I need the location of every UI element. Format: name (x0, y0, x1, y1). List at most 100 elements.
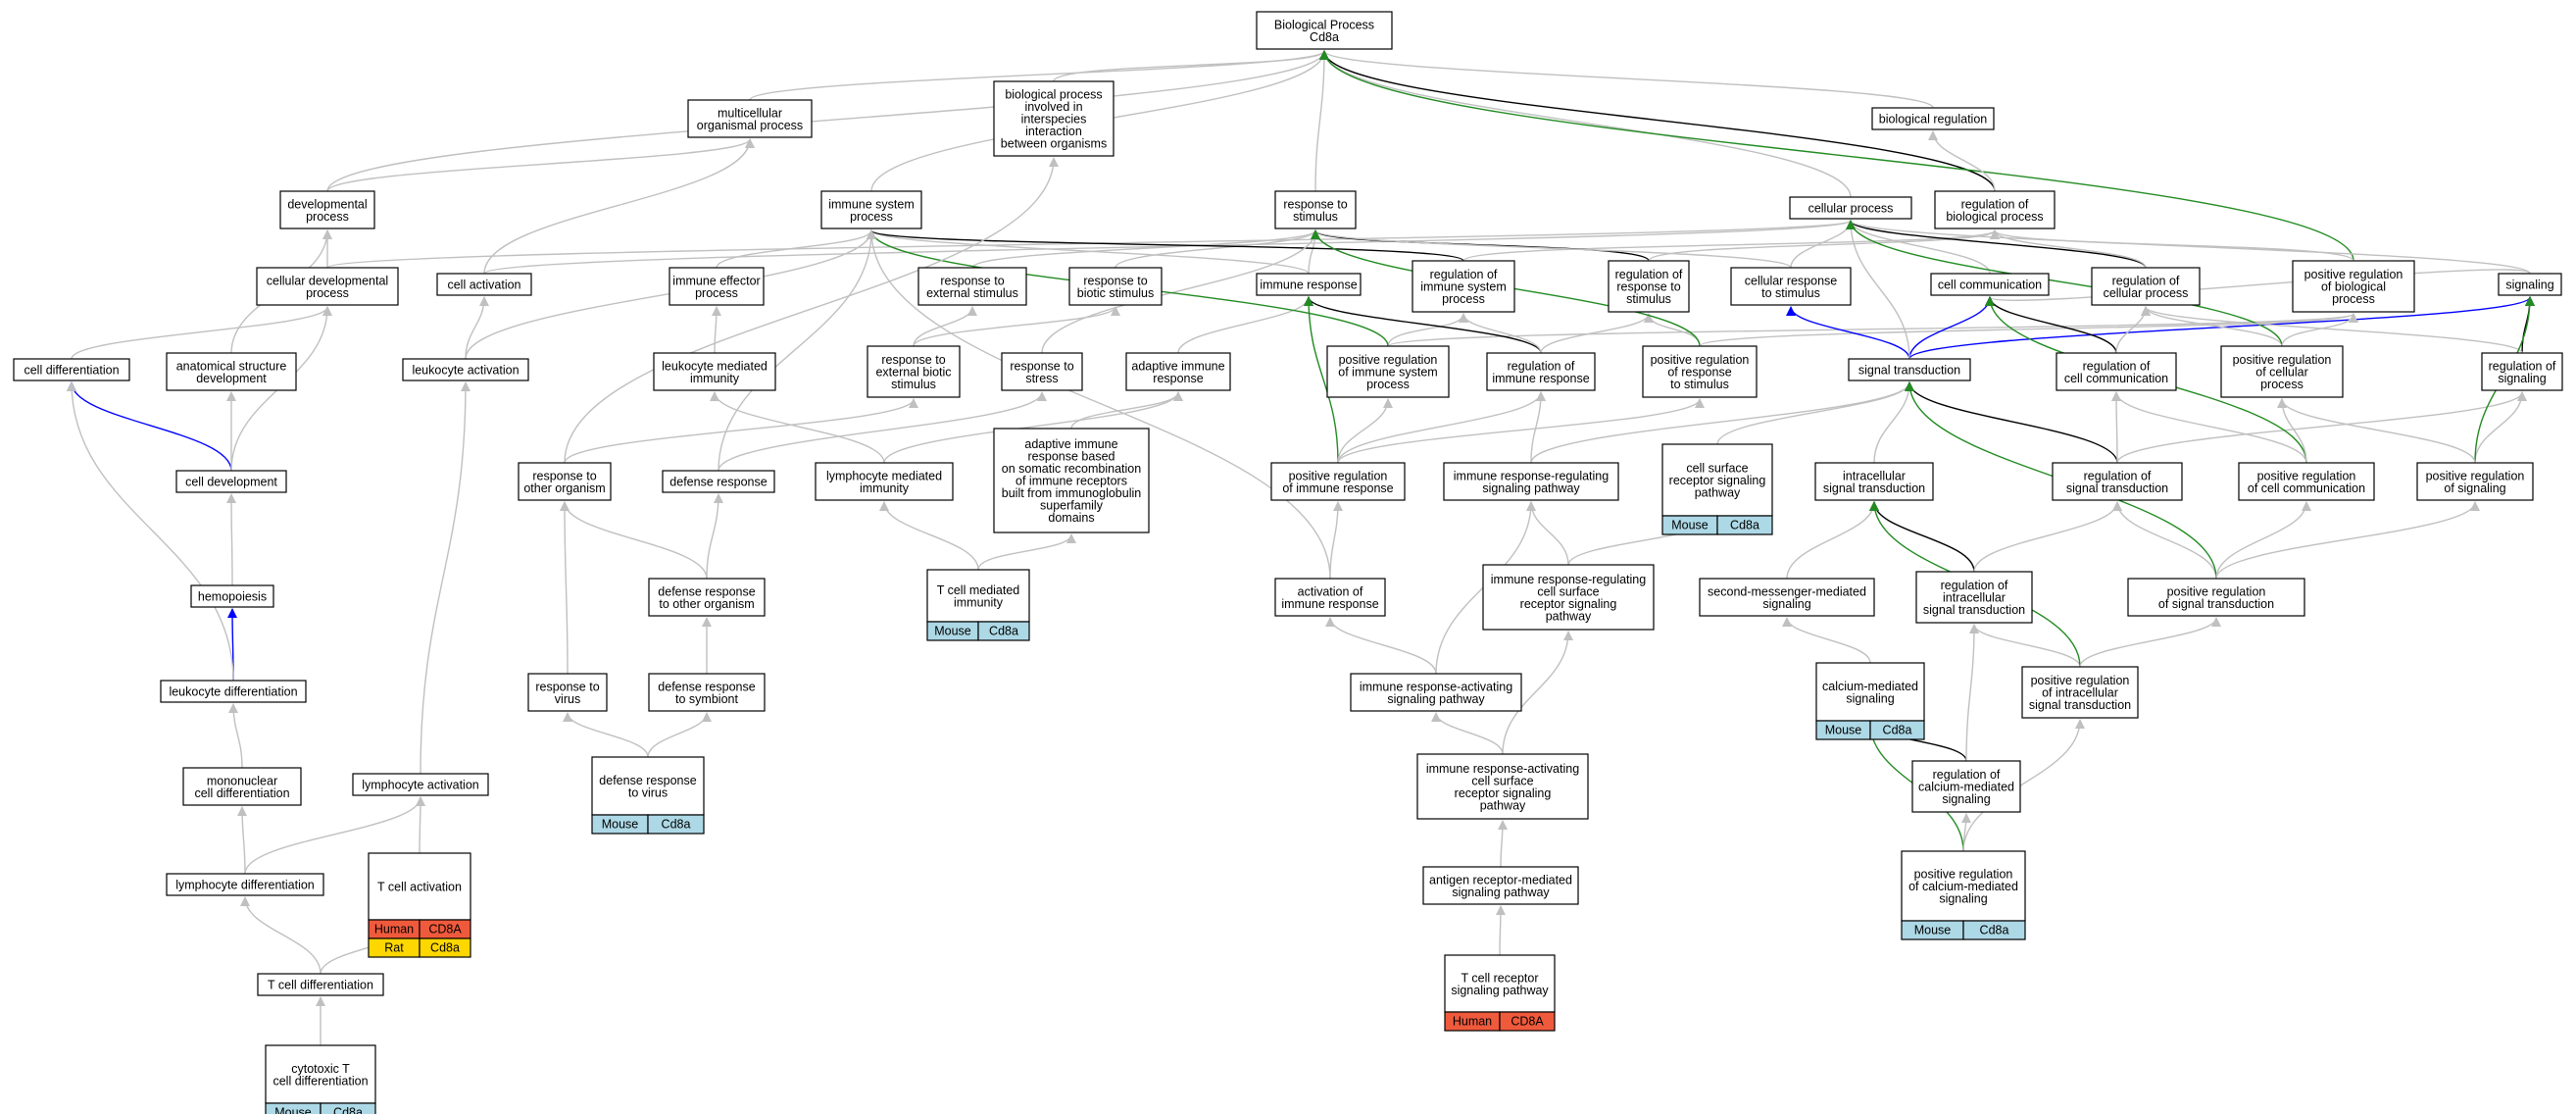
gene-label: Cd8a (1980, 924, 2009, 937)
go-node-leukdiff[interactable]: leukocyte differentiation (160, 680, 307, 703)
go-node-immresp[interactable]: immune response (1256, 273, 1362, 296)
node-box (436, 273, 532, 296)
edge-defrespother-to-resporg (560, 501, 708, 580)
go-node-tcelldiff[interactable]: T cell differentiation (257, 973, 384, 996)
go-node-celldev[interactable]: cell development (175, 470, 287, 493)
go-node-hemopoiesis[interactable]: hemopoiesis (190, 584, 274, 608)
go-node-signaling[interactable]: signaling (2498, 273, 2562, 296)
node-label-line: cytotoxic T (291, 1062, 350, 1076)
node-label-line: signaling pathway (1482, 481, 1580, 495)
edge-actimmresp-to-posregimmresp (1329, 501, 1343, 580)
node-label-line: positive regulation (2167, 584, 2266, 598)
edge-immresp-to-immsys (867, 229, 1310, 275)
go-node-leukact[interactable]: leukocyte activation (402, 358, 529, 381)
node-label-line: response to (1083, 274, 1147, 287)
go-node-celldiff[interactable]: cell differentiation (13, 358, 130, 381)
go-node-lymphact[interactable]: lymphocyte activation (352, 773, 489, 796)
node-label-line: immune response (1260, 278, 1357, 292)
edge-lymphact-to-leukact (420, 381, 471, 775)
edge-posregrespstim-to-regrespstim (1644, 313, 1701, 347)
node-box (1789, 196, 1912, 220)
gene-label: Cd8a (333, 1106, 363, 1114)
node-box (265, 1044, 376, 1104)
node-box (1911, 760, 2021, 813)
go-node-cellcomm[interactable]: cell communication (1930, 273, 2050, 296)
node-label-line: cellular process (2104, 286, 2189, 300)
node-label-line: signaling (2498, 372, 2546, 385)
species-label: Human (374, 923, 414, 937)
node-label-line: signaling pathway (1451, 984, 1549, 997)
go-node-defresp[interactable]: defense response (662, 470, 775, 493)
edge-posregcellproc-to-posregbio (2281, 313, 2358, 347)
edge-defrespvirus-to-defrespsymb (647, 712, 712, 758)
go-node-sigtrans[interactable]: signal transduction (1848, 358, 1971, 381)
go-node-cellproc[interactable]: cellular process (1789, 196, 1912, 220)
species-label: Mouse (1914, 924, 1952, 937)
go-node-lymphdiff[interactable]: lymphocyte differentiation (166, 873, 324, 896)
go-node-bioreg[interactable]: biological regulation (1871, 107, 1995, 130)
edge-regintrasig-to-intrasig (1869, 501, 1975, 573)
go-node-cellact[interactable]: cell activation (436, 273, 532, 296)
node-label-line: immune response-activating (1360, 680, 1512, 693)
